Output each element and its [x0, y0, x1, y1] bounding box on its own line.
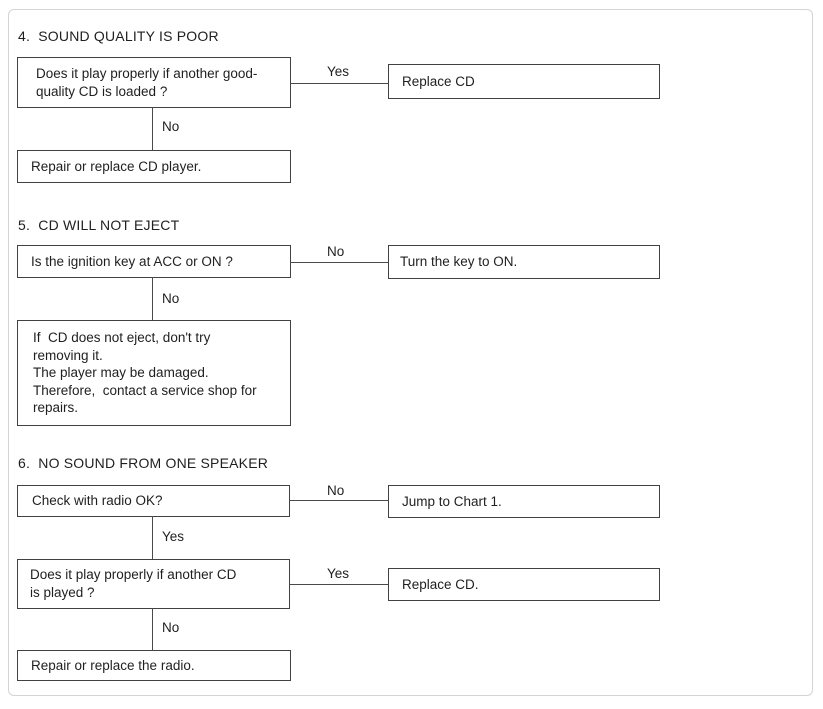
s5-service-shop-box: If CD does not eject, don't try removing…: [17, 320, 291, 426]
s6-question1-box: Check with radio OK?: [17, 485, 290, 517]
s5-no-down-label: No: [162, 291, 180, 306]
s4-no-connector-line: [152, 107, 153, 150]
s5-no-right-label: No: [327, 244, 345, 259]
s6-repair-radio-box: Repair or replace the radio.: [17, 650, 291, 681]
s4-yes-label: Yes: [327, 64, 350, 79]
section-4-title: 4. SOUND QUALITY IS POOR: [18, 28, 219, 44]
s6-yes-right-label: Yes: [327, 566, 350, 581]
s4-repair-player-box: Repair or replace CD player.: [17, 150, 291, 183]
s6-yes-right-connector-line: [289, 584, 388, 585]
s6-replace-cd-box: Replace CD.: [388, 568, 660, 601]
s4-yes-connector-line: [290, 83, 388, 84]
s6-no-down-label: No: [162, 620, 180, 635]
s5-turn-key-box: Turn the key to ON.: [388, 245, 660, 279]
s4-question-box: Does it play properly if another good- q…: [17, 57, 291, 108]
s6-question2-box: Does it play properly if another CD is p…: [17, 559, 290, 609]
s5-question-box: Is the ignition key at ACC or ON ?: [17, 245, 291, 278]
s5-no-right-connector-line: [290, 262, 388, 263]
section-5-title: 5. CD WILL NOT EJECT: [18, 217, 180, 233]
s6-yes-down-label: Yes: [162, 529, 185, 544]
s6-no-down-connector-line: [152, 608, 153, 650]
s5-no-down-connector-line: [152, 277, 153, 320]
s6-yes-down-connector-line: [152, 516, 153, 559]
s6-jump-chart-box: Jump to Chart 1.: [388, 485, 660, 518]
s4-replace-cd-box: Replace CD: [388, 64, 660, 99]
s6-no-right-label: No: [327, 483, 345, 498]
s6-no-right-connector-line: [289, 500, 388, 501]
section-6-title: 6. NO SOUND FROM ONE SPEAKER: [18, 455, 269, 471]
s4-no-label: No: [162, 119, 180, 134]
